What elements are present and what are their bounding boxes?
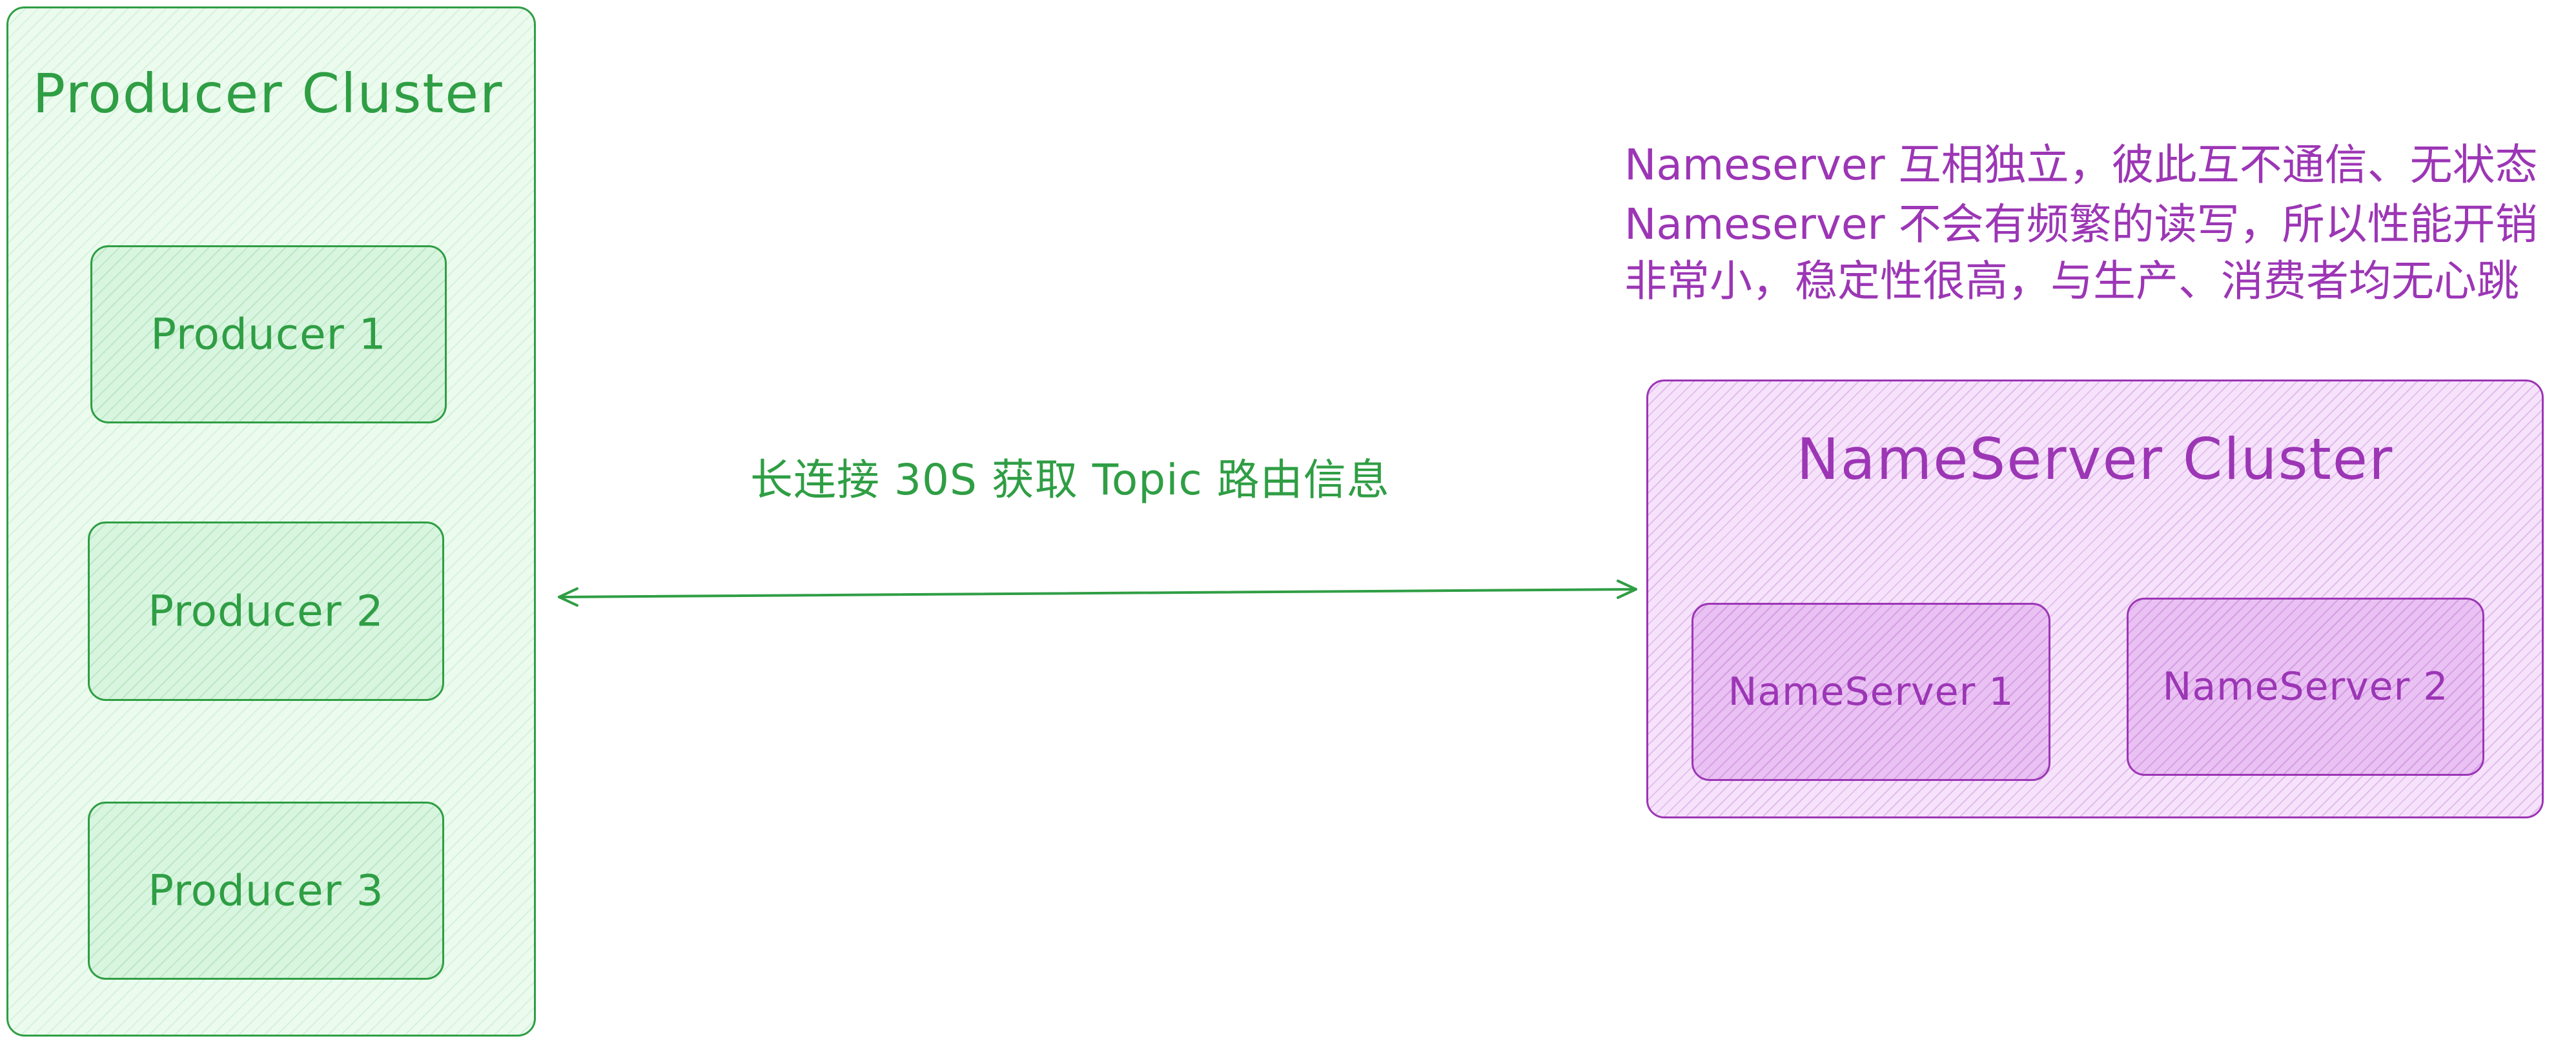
- producer-1-box: Producer 1: [90, 245, 447, 423]
- connection-label: 长连接 30S 获取 Topic 路由信息: [750, 455, 1390, 505]
- producer-2-label: Producer 2: [148, 586, 384, 636]
- producer-3-label: Producer 3: [148, 866, 384, 916]
- nameserver-2-label: NameServer 2: [2162, 664, 2449, 709]
- nameserver-cluster-title: NameServer Cluster: [1796, 426, 2394, 492]
- nameserver-1-box: NameServer 1: [1692, 603, 2050, 781]
- nameserver-1-label: NameServer 1: [1728, 669, 2014, 714]
- producer-cluster-title: Producer Cluster: [32, 62, 504, 125]
- producer-1-label: Producer 1: [150, 309, 387, 359]
- note-line-1: Nameserver 互相独立，彼此互不通信、无状态: [1624, 140, 2538, 190]
- producer-3-box: Producer 3: [88, 802, 444, 980]
- note-line-3: 非常小，稳定性很高，与生产、消费者均无心跳: [1624, 256, 2519, 306]
- note-line-2: Nameserver 不会有频繁的读写，所以性能开销: [1624, 199, 2538, 249]
- nameserver-2-box: NameServer 2: [2127, 598, 2484, 776]
- producer-2-box: Producer 2: [88, 522, 444, 701]
